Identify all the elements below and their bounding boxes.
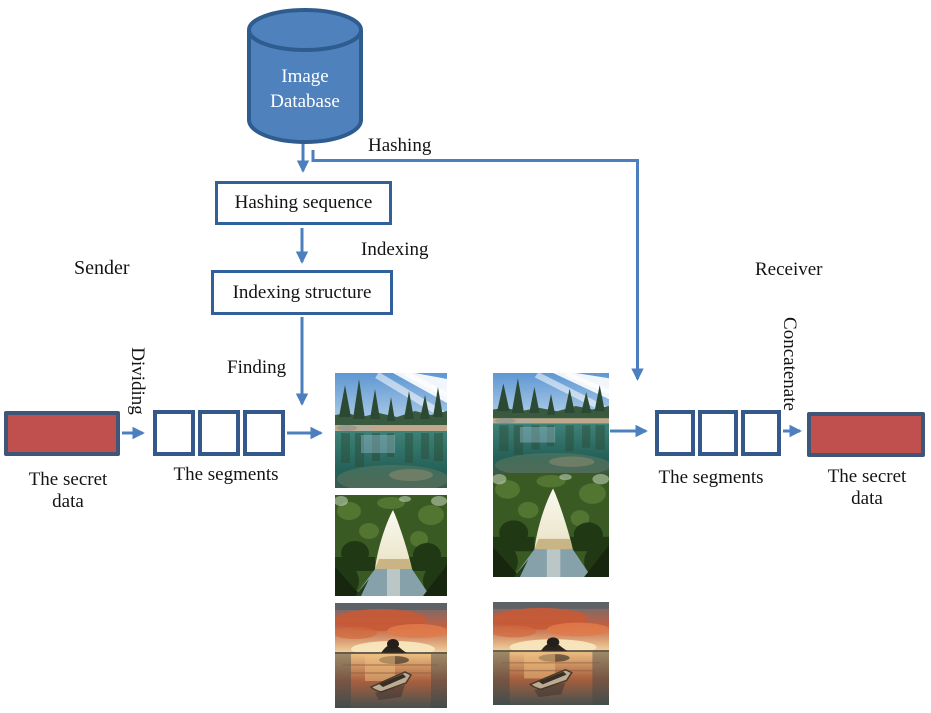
concatenate-label: Concatenate (779, 317, 800, 411)
image-database-label: Image Database (270, 66, 340, 112)
segment-box (153, 410, 195, 456)
indexing-label: Indexing (361, 239, 429, 260)
segment-box (655, 410, 695, 456)
arrow-hashing-path (311, 150, 644, 381)
stego-image-sunset-boat (493, 602, 609, 705)
hashing-sequence-label: Hashing sequence (234, 192, 373, 213)
indexing-structure-box: Indexing structure (211, 270, 393, 315)
hashing-label: Hashing (368, 135, 432, 156)
sender-label: Sender (74, 257, 130, 279)
sender-segments (153, 410, 285, 456)
receiver-segments (655, 410, 781, 456)
segment-box (198, 410, 240, 456)
cover-image-sunset-boat (335, 603, 447, 708)
segment-box (243, 410, 285, 456)
cover-image-mangrove-arch (335, 495, 447, 596)
sender-segments-label: The segments (173, 464, 279, 485)
receiver-secret-data-block (807, 412, 925, 457)
receiver-secret-data-label: The secret data (827, 466, 907, 509)
image-database-cylinder (247, 8, 363, 144)
segment-box (698, 410, 738, 456)
stego-image-mangrove-arch (493, 473, 609, 577)
hashing-sequence-box: Hashing sequence (215, 181, 392, 225)
sender-secret-data-block (4, 411, 120, 456)
cover-image-forest-lake (335, 373, 447, 488)
receiver-label: Receiver (755, 259, 823, 280)
sender-secret-data-label: The secret data (28, 469, 108, 512)
receiver-segments-label: The segments (658, 467, 764, 488)
dividing-label: Dividing (127, 347, 148, 415)
finding-label: Finding (227, 357, 287, 378)
stego-image-forest-lake (493, 373, 609, 473)
segment-box (741, 410, 781, 456)
indexing-structure-label: Indexing structure (232, 281, 372, 303)
